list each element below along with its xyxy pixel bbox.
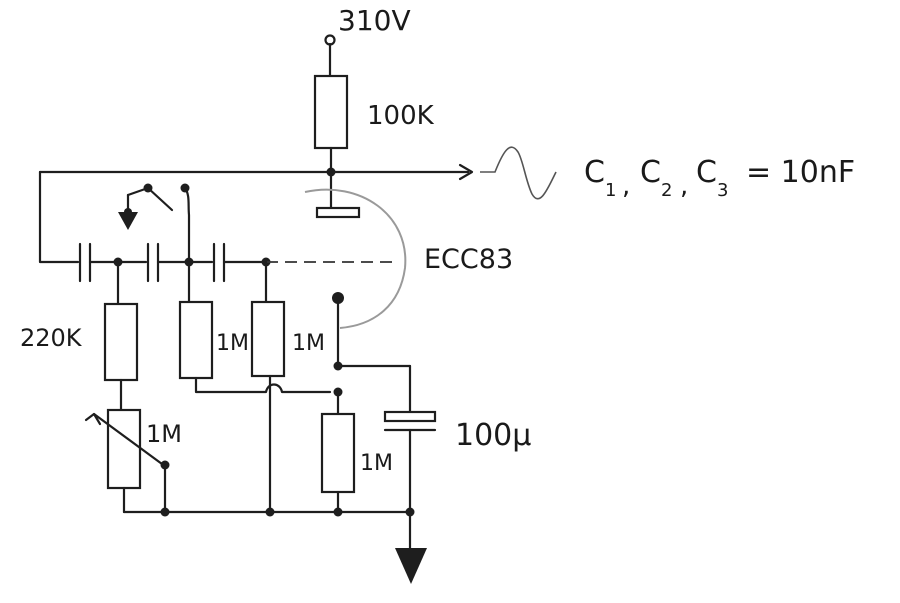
r1m-left-label: 1M [216, 331, 249, 356]
switch-ground-icon [118, 212, 138, 230]
note-value: = 10nF [746, 155, 855, 190]
svg-text:,: , [622, 171, 630, 201]
note-c1: C [584, 155, 605, 190]
svg-text:,: , [680, 171, 688, 201]
note-c3-sub: 3 [717, 180, 728, 201]
anode-resistor [313, 74, 349, 150]
switch-link [126, 186, 150, 197]
ground-node-3 [333, 507, 343, 517]
r1m-left-resistor [178, 300, 214, 380]
anode-junction [326, 167, 336, 177]
cathode-resistor [320, 412, 356, 494]
tube-anode [315, 206, 361, 219]
grid-bus [194, 376, 332, 394]
tube-envelope [304, 188, 407, 329]
note-c2: C [640, 155, 661, 190]
ground-node-2 [265, 507, 275, 517]
pot-resistor [106, 408, 142, 490]
ground-node-1 [160, 507, 170, 517]
output-arrow [458, 163, 474, 181]
supply-voltage-label: 310V [338, 4, 411, 37]
note-c3: C [696, 155, 717, 190]
anode-resistor-label: 100K [367, 101, 435, 131]
capacitor-note: C 1 , C 2 , C 3 = 10nF [584, 155, 855, 201]
r1m-right-resistor [250, 300, 286, 378]
pot-label: 1M [146, 420, 182, 448]
pot-arrow-head [84, 412, 102, 426]
note-c2-sub: 2 [661, 180, 672, 201]
cap-plate-top [383, 410, 437, 423]
switch-wire [183, 186, 191, 264]
switch-blade [146, 186, 174, 212]
feedback-wire [38, 170, 80, 264]
pot-arrow-shaft [92, 412, 164, 466]
note-c1-sub: 1 [605, 180, 616, 201]
output-waveform-icon [480, 146, 557, 200]
cap-label: 100µ [455, 418, 531, 453]
tube-label: ECC83 [424, 244, 513, 275]
r220k-label: 220K [20, 324, 83, 352]
r220k-resistor [103, 302, 139, 382]
cathode-resistor-label: 1M [360, 451, 393, 476]
ground-icon [395, 548, 427, 584]
r1m-right-label: 1M [292, 331, 325, 356]
